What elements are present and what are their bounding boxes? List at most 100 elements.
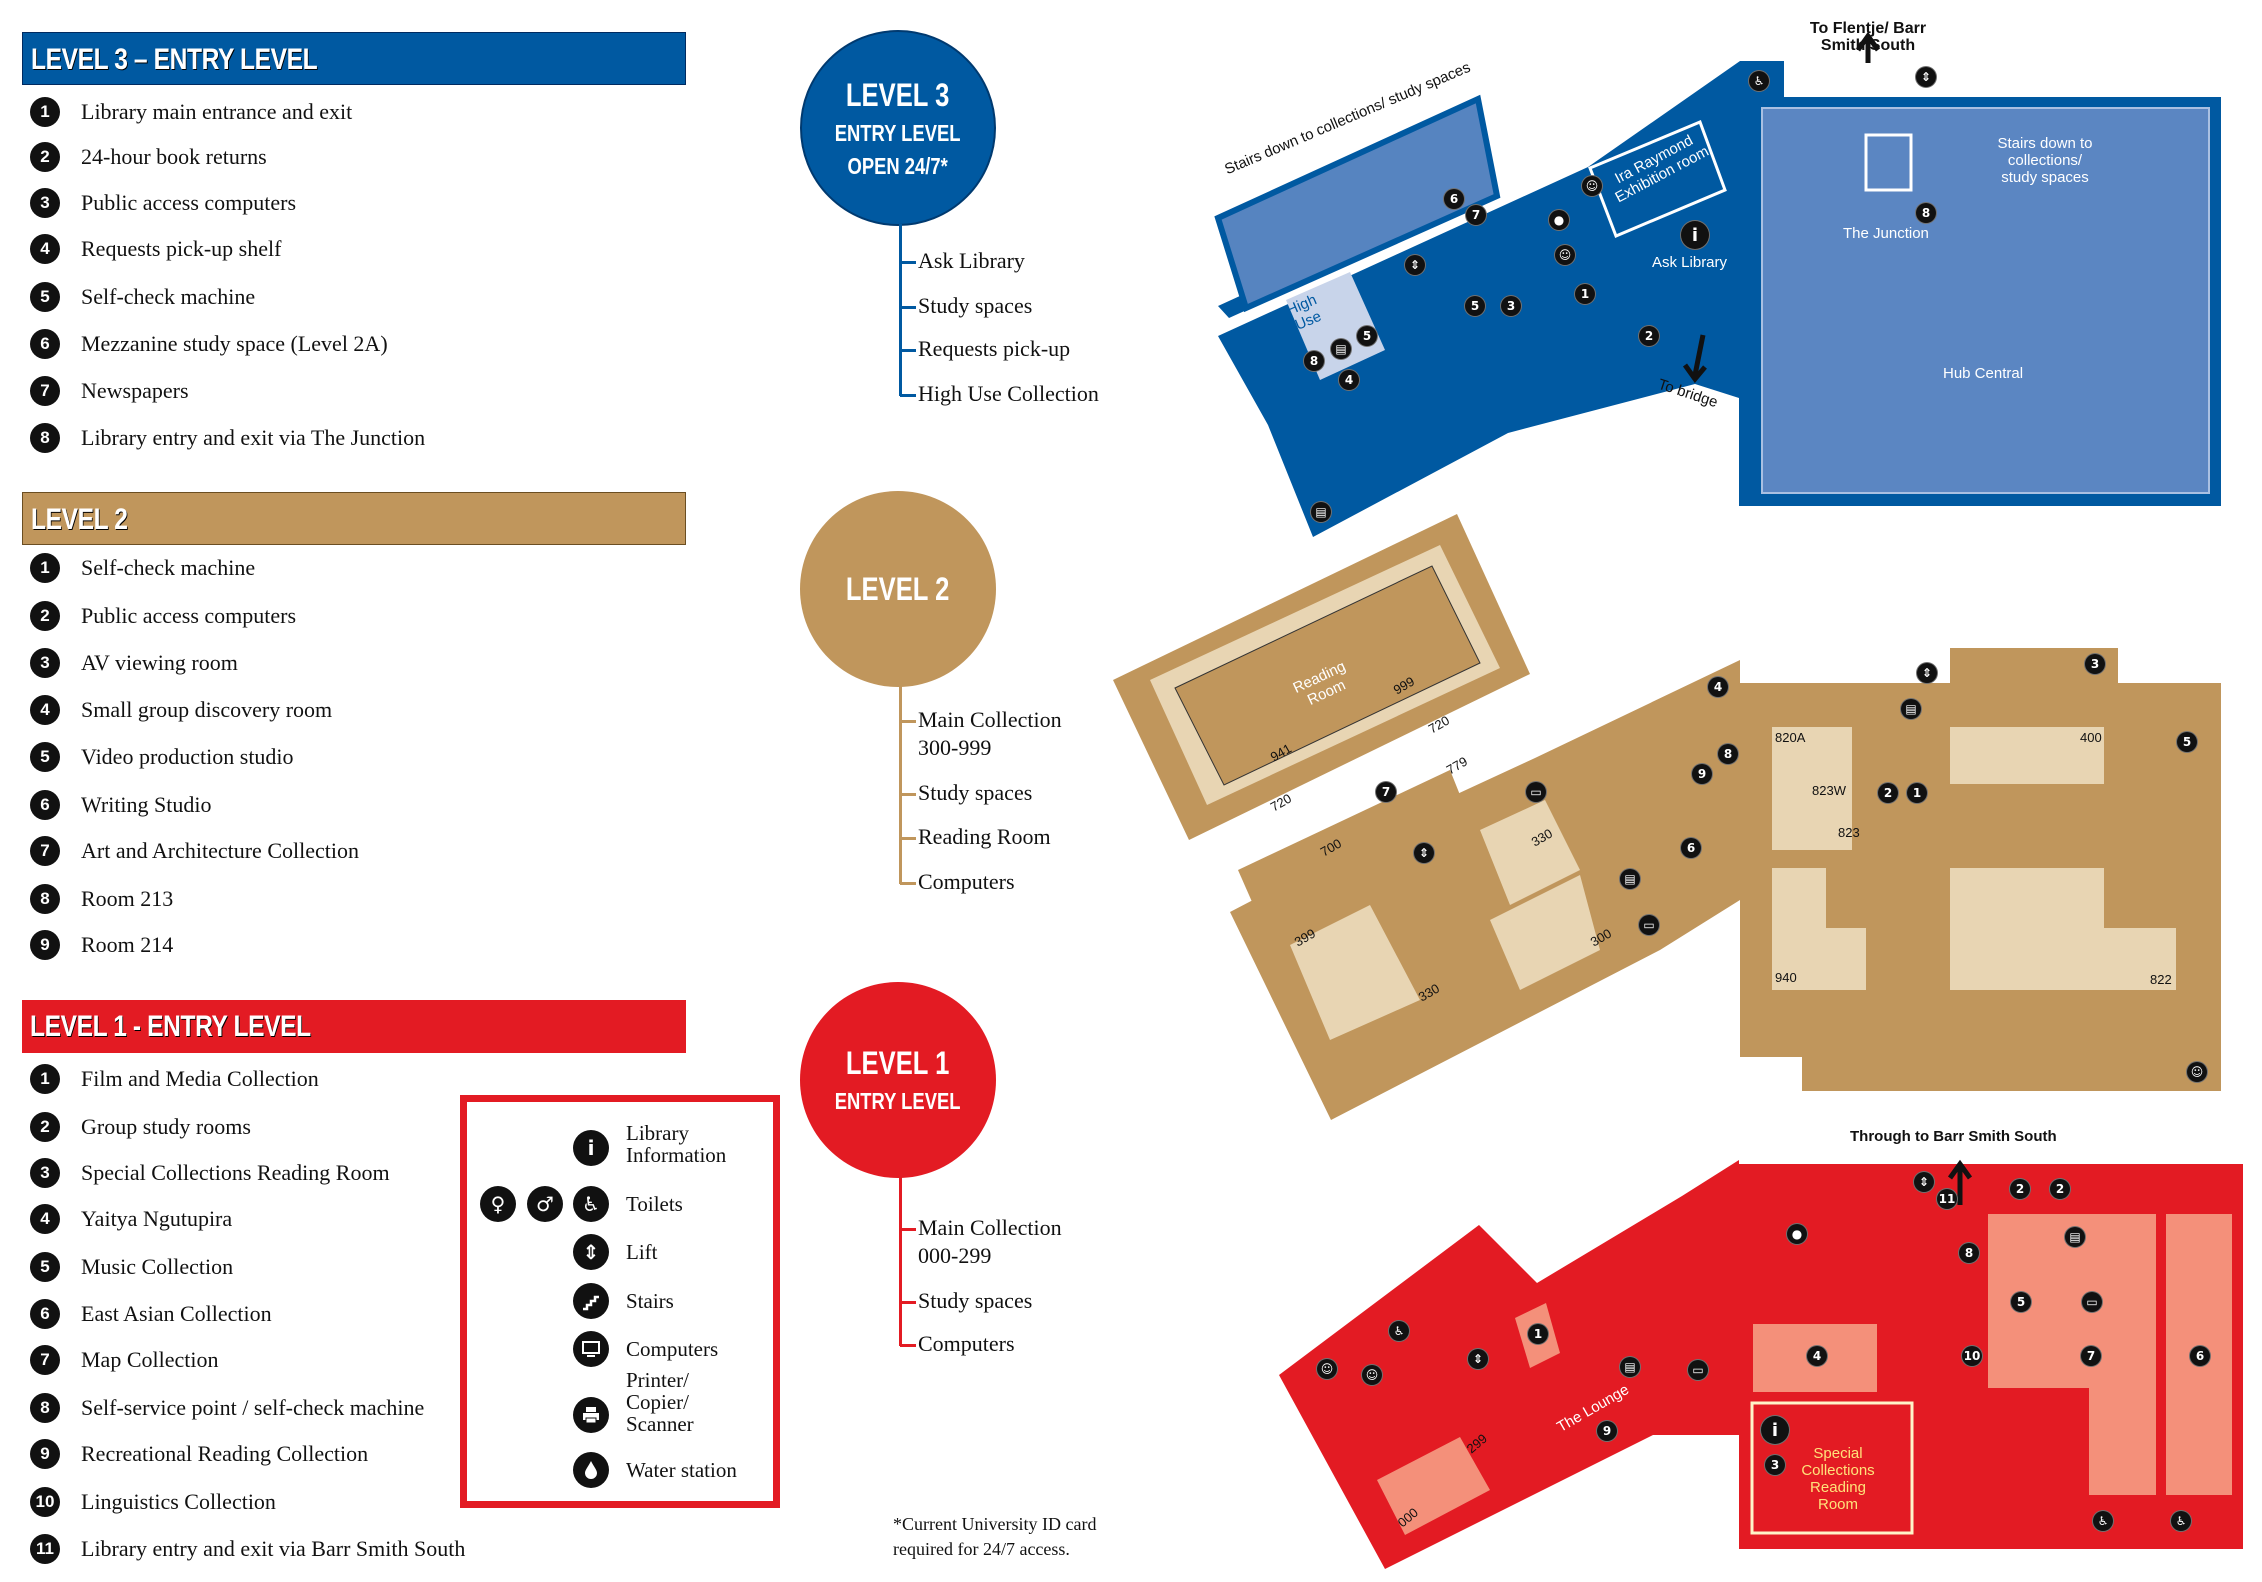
printer-icon: ▤	[2064, 1226, 2086, 1248]
water-icon: ●	[1786, 1223, 1808, 1245]
map-number-marker: 6	[1680, 837, 1702, 859]
printer-icon: ▤	[1310, 501, 1332, 523]
list-item-label: Film and Media Collection	[81, 1066, 319, 1091]
feature-tick	[900, 261, 916, 264]
lift-icon: ⇕	[1413, 842, 1435, 864]
feature-item: High Use Collection	[918, 381, 1099, 406]
legend-list-item: 7 Art and Architecture Collection	[30, 834, 359, 868]
map-number-marker: 2	[2009, 1178, 2031, 1200]
map3-flentje-label: To Flentje/ Barr Smith South	[1809, 20, 1927, 54]
map-number-marker: 4	[1707, 676, 1729, 698]
legend: i Library Information ♀ ♂ ♿ Toilets ⇕ Li…	[460, 1095, 780, 1508]
list-item-label: Mezzanine study space (Level 2A)	[81, 331, 388, 356]
level2-connector	[899, 686, 902, 884]
level3-badge-title: LEVEL 3	[846, 76, 950, 113]
feature-item: Study spaces	[918, 1288, 1033, 1313]
number-badge: 1	[30, 97, 60, 127]
map-number-marker: 1	[1574, 283, 1596, 305]
feature-tick	[900, 720, 916, 723]
map-number-marker: 7	[1465, 204, 1487, 226]
printer-icon: ▤	[1330, 338, 1352, 360]
number-badge: 11	[30, 1534, 60, 1564]
map-number-marker: 7	[2080, 1345, 2102, 1367]
legend-lift-label: Lift	[626, 1240, 658, 1264]
toilet-icon: ☺	[1581, 175, 1603, 197]
feature-tick	[900, 1301, 916, 1304]
legend-printer-label: Printer/ Copier/ Scanner	[626, 1368, 694, 1436]
list-item-label: AV viewing room	[81, 650, 238, 675]
list-item-label: Self-check machine	[81, 555, 256, 580]
map-number-marker: 1	[1527, 1323, 1549, 1345]
map-number-marker: 10	[1961, 1345, 1983, 1367]
list-item-label: Writing Studio	[81, 792, 212, 817]
level3-badge-subtitle: ENTRY LEVEL	[835, 119, 961, 146]
level1-header: LEVEL 1 - ENTRY LEVEL	[22, 1000, 686, 1053]
list-item-label: Art and Architecture Collection	[81, 838, 359, 863]
map-number-marker: 8	[1303, 350, 1325, 372]
map-number-marker: 2	[1638, 325, 1660, 347]
water-icon: ●	[1548, 209, 1570, 231]
call-number-label: 940	[1775, 970, 1797, 985]
footnote: *Current University ID card required for…	[893, 1512, 1096, 1562]
list-item-label: Recreational Reading Collection	[81, 1441, 369, 1466]
female-toilet-icon: ♀	[480, 1186, 516, 1222]
map-number-marker: 9	[1691, 763, 1713, 785]
number-badge: 4	[30, 234, 60, 264]
number-badge: 5	[30, 282, 60, 312]
feature-tick	[900, 394, 916, 397]
feature-item: Computers	[918, 869, 1015, 894]
level3-header: LEVEL 3 – ENTRY LEVEL	[22, 32, 686, 85]
map1-special-collections-label: Special Collections Reading Room	[1801, 1445, 1875, 1513]
water-drop-icon	[573, 1452, 609, 1488]
call-number-label: 823	[1838, 825, 1860, 840]
printer-icon: ▤	[1619, 1356, 1641, 1378]
feature-item: Main Collection	[918, 1215, 1062, 1240]
feature-item: 000-299	[918, 1243, 992, 1268]
legend-list-item: 5 Video production studio	[30, 740, 294, 774]
number-badge: 4	[30, 695, 60, 725]
info-icon: i	[573, 1130, 609, 1166]
call-number-label: 820A	[1775, 730, 1806, 745]
map-number-marker: 4	[1806, 1345, 1828, 1367]
level3-badge: LEVEL 3 ENTRY LEVEL OPEN 24/7*	[800, 30, 996, 226]
computer-icon: ▭	[1525, 781, 1547, 803]
list-item-label: Video production studio	[81, 744, 294, 769]
level3-header-text: LEVEL 3 – ENTRY LEVEL	[31, 43, 318, 76]
map-number-marker: 1	[1906, 782, 1928, 804]
level3-badge-hours: OPEN 24/7*	[847, 152, 949, 179]
male-toilet-icon: ♂	[527, 1186, 563, 1222]
feature-tick	[900, 1344, 916, 1347]
map3-ask-library-label: Ask Library	[1652, 254, 1728, 271]
feature-item: Ask Library	[918, 248, 1025, 273]
feature-tick	[900, 793, 916, 796]
feature-item: Study spaces	[918, 293, 1033, 318]
number-badge: 9	[30, 930, 60, 960]
lift-icon: ⇕	[573, 1234, 609, 1270]
map-number-marker: 7	[1375, 781, 1397, 803]
toilet-icon: ☺	[1554, 244, 1576, 266]
number-badge: 5	[30, 742, 60, 772]
feature-item: Computers	[918, 1331, 1015, 1356]
map1-through-label: Through to Barr Smith South	[1850, 1128, 2057, 1145]
wheelchair-icon: ♿	[1748, 70, 1770, 92]
map-number-marker: 8	[1717, 743, 1739, 765]
printer-icon: ▤	[1619, 868, 1641, 890]
feature-item: Reading Room	[918, 824, 1051, 849]
number-badge: 7	[30, 836, 60, 866]
level2-header: LEVEL 2	[22, 492, 686, 545]
number-badge: 8	[30, 423, 60, 453]
list-item-label: Map Collection	[81, 1347, 219, 1372]
map-number-marker: 8	[1958, 1242, 1980, 1264]
